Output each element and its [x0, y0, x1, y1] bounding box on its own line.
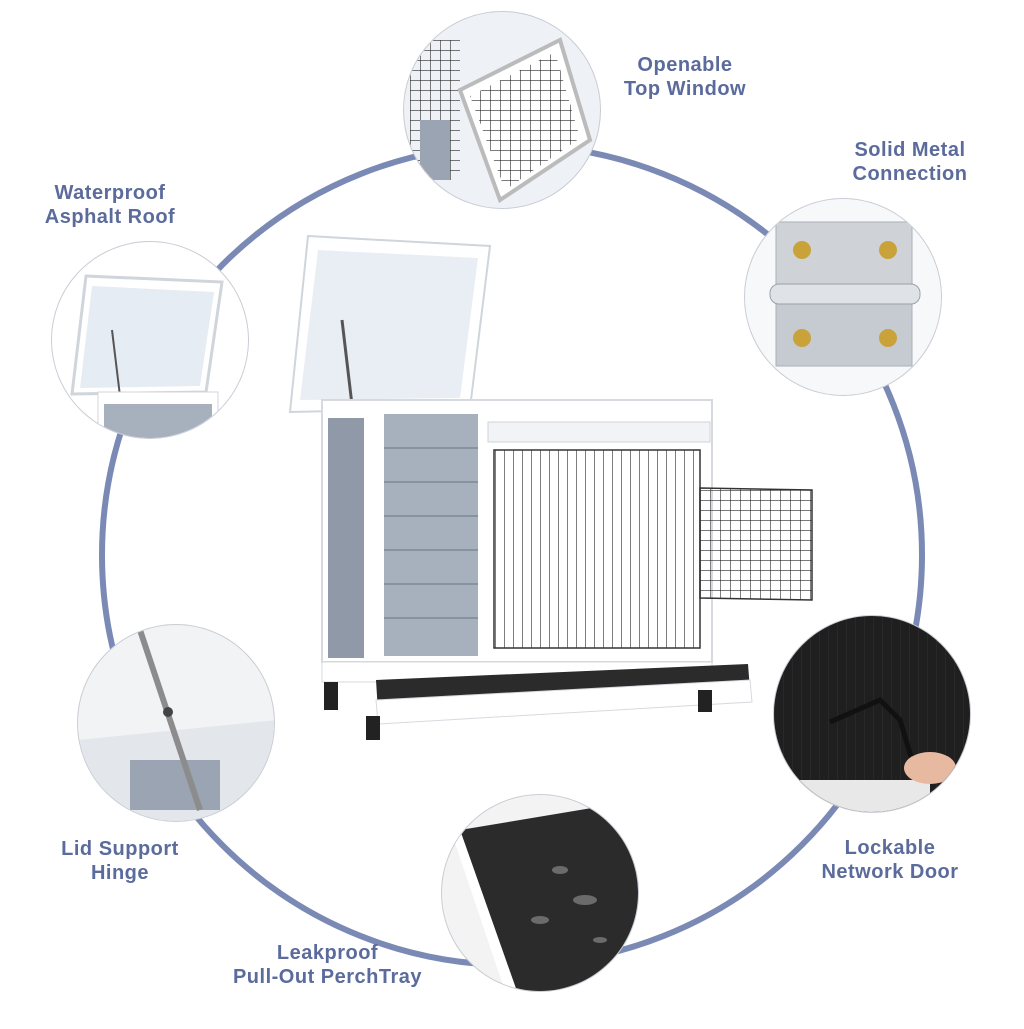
label-line-2: Connection [852, 163, 968, 185]
label-solid-metal-connection: Solid Metal Connection [830, 138, 990, 186]
label-line-1: Lid Support [61, 838, 179, 860]
rabbit-hutch-image [288, 234, 813, 740]
lid-support-hinge-icon [77, 624, 275, 822]
label-openable-top-window: Openable Top Window [600, 53, 770, 101]
label-lockable-network-door: Lockable Network Door [800, 836, 980, 884]
label-line-2: Hinge [90, 862, 150, 884]
label-line-2: Asphalt Roof [44, 206, 176, 228]
pull-out-tray-icon [441, 794, 639, 992]
label-line-1: Leakproof [276, 942, 379, 964]
label-line-2: Pull-Out PerchTray [232, 966, 423, 988]
label-waterproof-asphalt-roof: Waterproof Asphalt Roof [25, 181, 195, 229]
metal-hinge-icon [744, 198, 942, 396]
lock-latch-icon [773, 615, 971, 813]
label-leakproof-perch-tray: Leakproof Pull-Out PerchTray [205, 941, 450, 989]
label-line-1: Waterproof [54, 182, 166, 204]
label-lid-support-hinge: Lid Support Hinge [40, 837, 200, 885]
label-line-1: Solid Metal [854, 139, 966, 161]
openable-window-icon [403, 11, 601, 209]
waterproof-roof-icon [51, 241, 249, 439]
label-line-2: Network Door [821, 861, 959, 883]
label-line-1: Lockable [844, 837, 936, 859]
label-line-2: Top Window [623, 78, 747, 100]
label-line-1: Openable [637, 54, 733, 76]
